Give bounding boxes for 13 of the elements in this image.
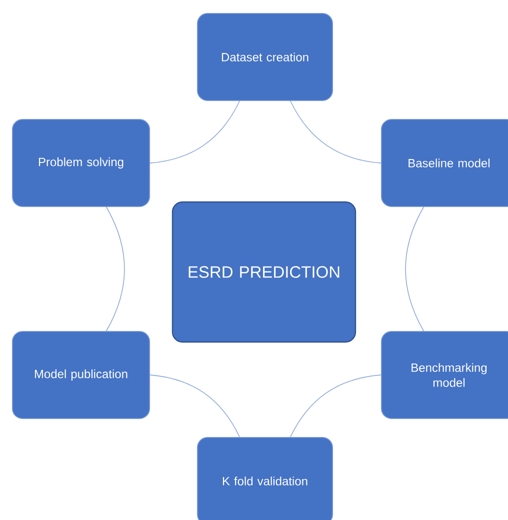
ring-arc (290, 374, 382, 438)
process-box: Dataset creation (197, 13, 333, 101)
ring-arc (106, 206, 125, 332)
process-box: Benchmarking model (381, 331, 508, 419)
process-box: Model publication (12, 331, 150, 419)
ring-arc (405, 206, 424, 332)
center-box: ESRD PREDICTION (172, 201, 356, 343)
process-box: K fold validation (197, 437, 333, 520)
ring-arc (290, 100, 382, 164)
ring-arc (150, 100, 240, 164)
ring-arc (150, 374, 240, 438)
process-box: Problem solving (12, 119, 150, 207)
process-box: Baseline model (381, 119, 508, 207)
